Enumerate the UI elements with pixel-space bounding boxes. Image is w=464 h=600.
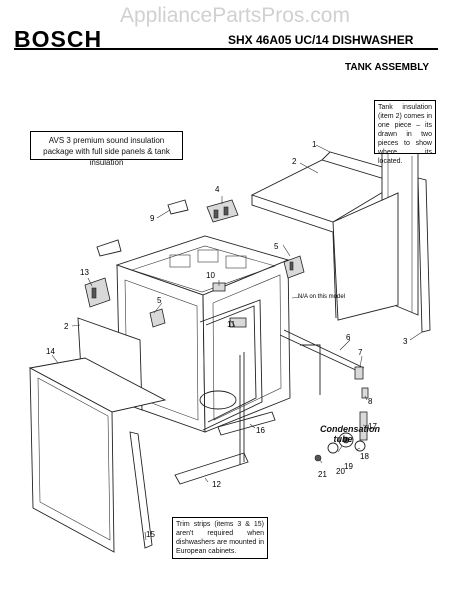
- base-plate-part-12: [174, 452, 249, 485]
- callout-12: 12: [212, 480, 221, 489]
- callout-7: 7: [358, 348, 363, 357]
- trim-strip-right: [417, 177, 431, 333]
- trim-strip-note: Trim strips (items 3 & 15) aren't requir…: [172, 517, 268, 559]
- brand-logo: BOSCH: [14, 26, 103, 52]
- fitting-part-8: [361, 387, 369, 399]
- callout-4: 4: [215, 185, 220, 194]
- clip-part-9: [96, 199, 189, 257]
- callout-19: 19: [344, 462, 353, 471]
- base-rail-part-16: [217, 411, 276, 436]
- na-label: N/A on this model: [298, 294, 346, 300]
- callout-5-left: 5: [157, 296, 162, 305]
- fitting-part-7: [354, 366, 364, 380]
- tank-insulation-note: Tank insulation (item 2) comes in one pi…: [374, 100, 436, 165]
- callout-3: 3: [403, 337, 408, 346]
- watermark: AppliancePartsPros.com: [120, 4, 350, 27]
- front-frame: [199, 299, 263, 431]
- bracket-part-4: [206, 199, 239, 223]
- callout-2-left: 2: [64, 322, 69, 331]
- bracket-part-5-left: [149, 308, 166, 328]
- callout-1: 1: [312, 140, 317, 149]
- bracket-part-13: [84, 277, 111, 308]
- callout-8: 8: [368, 397, 373, 406]
- callout-14: 14: [46, 347, 55, 356]
- side-panel-left: [28, 357, 167, 553]
- gasket-rods: [239, 329, 365, 465]
- callout-6: 6: [346, 333, 351, 342]
- condensation-tube-label: Condensation tube: [320, 424, 380, 444]
- callout-9: 9: [150, 214, 155, 223]
- condensation-parts: [314, 411, 368, 462]
- trim-strip-left: [129, 431, 153, 549]
- leader-lines: [51, 144, 423, 541]
- callout-11: 11: [227, 320, 236, 329]
- callout-18: 18: [360, 452, 369, 461]
- callout-10: 10: [206, 271, 215, 280]
- section-title: TANK ASSEMBLY: [345, 62, 430, 73]
- callout-2: 2: [292, 157, 297, 166]
- callout-20: 20: [336, 467, 345, 476]
- avs-note: AVS 3 premium sound insulation package w…: [30, 131, 183, 167]
- model-title: SHX 46A05 UC/14 DISHWASHER: [228, 33, 414, 47]
- callout-21: 21: [318, 470, 327, 479]
- callout-5: 5: [274, 242, 279, 251]
- callout-13: 13: [80, 268, 89, 277]
- na-bracket: [229, 317, 247, 328]
- insulation-panel-right: [332, 192, 399, 321]
- callout-15: 15: [146, 530, 155, 539]
- header-rule: [14, 48, 438, 50]
- bracket-part-5-right: [283, 255, 305, 279]
- callout-17: 17: [368, 422, 377, 431]
- callout-16: 16: [256, 426, 265, 435]
